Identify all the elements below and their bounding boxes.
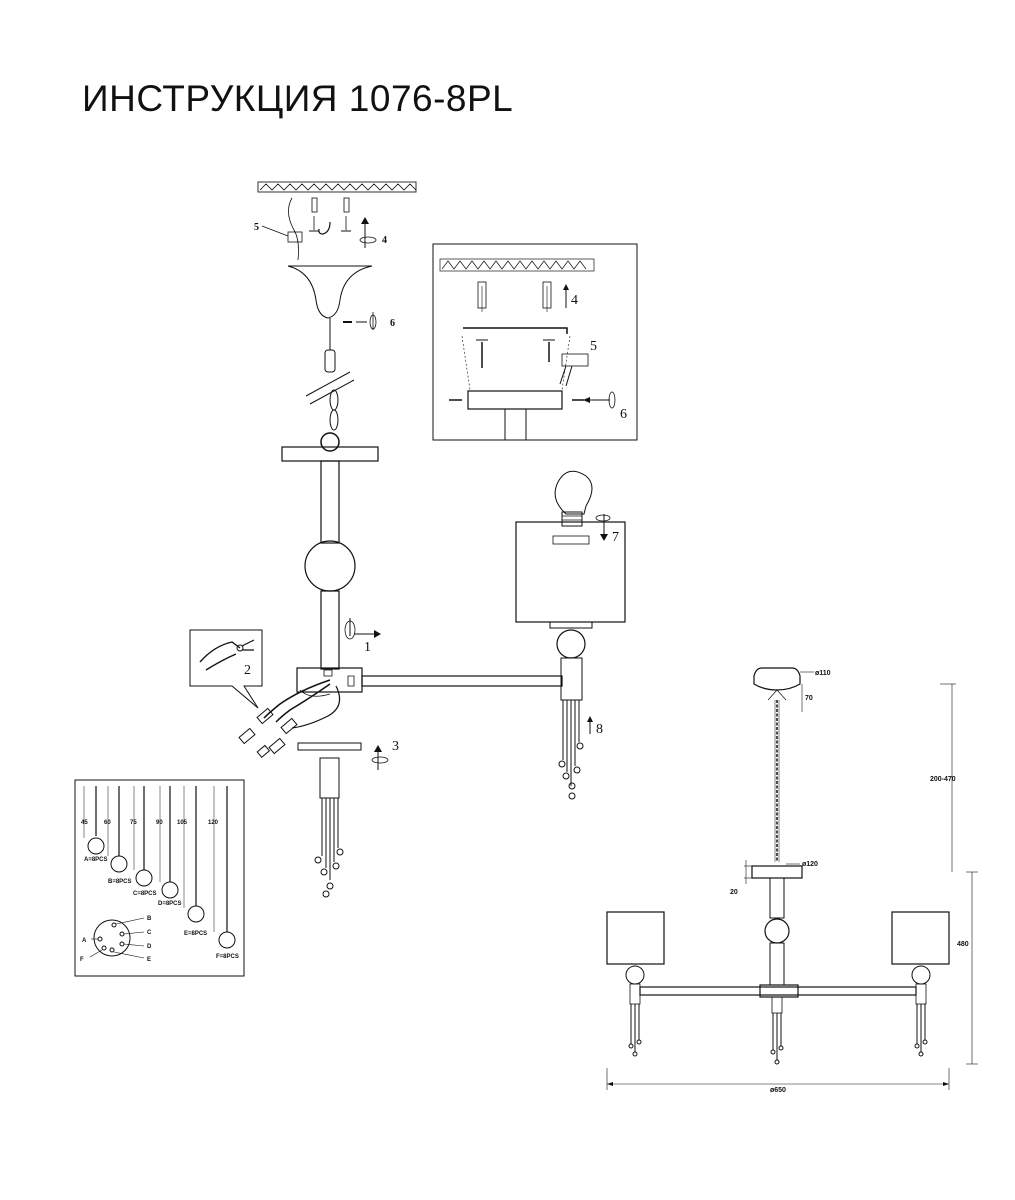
lamp-shade [515,521,626,623]
canopy-screw-6-icon [343,312,377,330]
step-2-label: 2 [244,663,251,678]
step-5-label: 5 [254,222,259,233]
ring-letter-d: D [147,944,152,950]
inset-canopy-plate [467,390,563,410]
dim-right-shade [891,911,950,965]
pendant-label-a: A=8PCS [84,857,108,863]
length-120: 120 [208,820,219,826]
ceiling-anchors [309,197,351,235]
dim-plate-diameter: ø120 [802,861,818,868]
pendant-label-d: D=8PCS [158,901,182,907]
pendant-label-f: F=8PCS [216,954,239,960]
main-assembly: 5 4 6 [189,181,626,898]
ring-letter-b: B [147,916,152,922]
rotate-arrow-1-icon [344,618,381,640]
length-75: 75 [130,820,137,826]
arm-pendant-cluster [558,700,584,800]
dim-arms [639,986,917,996]
pendant-inset: 45 60 75 90 105 120 A=8PCS B=8PCS C=8PCS… [74,779,245,977]
dimension-drawing: ø110 70 200-470 ø120 20 [606,667,978,1094]
upper-rod [320,460,340,544]
length-105: 105 [177,820,188,826]
dim-chain-length: 200-470 [930,776,956,783]
wire-connectors [238,679,341,758]
chain [305,318,355,452]
dim-chain [774,700,780,862]
dim-overall-width: ø650 [770,1087,786,1094]
inset-up-arrow-4-icon [563,284,569,308]
pendant-chains [83,786,236,949]
pendant-label-e: E=8PCS [184,931,207,937]
ceiling-hatch [257,181,417,193]
dim-center-pendants [770,1013,784,1065]
ring-letter-e: E [147,957,151,963]
step-6-label: 6 [390,318,395,329]
terminal-block [287,231,303,243]
page-title: ИНСТРУКЦИЯ 1076-8PL [82,78,514,119]
step-7-label: 7 [612,530,619,545]
step-1-label: 1 [364,640,371,655]
length-60: 60 [104,820,111,826]
length-45: 45 [81,820,88,826]
center-sphere [304,540,356,592]
socket [552,535,590,545]
pendant-label-b: B=8PCS [108,879,132,885]
lower-rod [320,590,340,670]
dim-plate [751,865,803,879]
step-4-label: 4 [382,235,387,246]
pliers-callout [189,629,263,709]
ceiling-plate [281,446,379,462]
dim-left-pendants [628,1004,642,1057]
lower-plate [297,742,362,751]
up-arrow-8-icon [587,716,593,734]
dim-left-shade [606,911,665,965]
inset-step-5-label: 5 [590,339,597,354]
arm [361,675,563,687]
shade-ring [549,621,593,629]
dim-right-pendants [914,1004,928,1057]
supply-wire [288,197,299,261]
ring-letter-c: C [147,930,152,936]
bulb-icon [554,470,593,527]
arm-holder [560,657,583,701]
ring-diagram [89,917,145,959]
inset-step-4-label: 4 [571,293,578,308]
ring-letter-f: F [80,957,84,963]
rotate-arrow-7-icon [595,514,611,541]
arm-sphere [556,629,586,659]
pendant-label-c: C=8PCS [133,891,157,897]
dim-canopy-diameter: ø110 [815,670,831,677]
dim-plate-height: 20 [730,889,738,896]
inset-step-6-label: 6 [620,407,627,422]
inset-screw-6-icon [583,391,616,409]
length-90: 90 [156,820,163,826]
step-3-label: 3 [392,739,399,754]
dim-body-height: 480 [957,941,969,948]
dim-canopy [753,667,801,691]
rotate-arrow-3-icon [371,745,389,770]
mounting-inset: 4 5 6 [432,243,638,441]
center-pendant-cluster [314,757,344,898]
canopy [287,265,373,319]
ring-letter-a: A [82,938,87,944]
step-8-label: 8 [596,722,603,737]
dim-canopy-height: 70 [805,695,813,702]
rotate-arrow-4-icon [359,217,377,248]
inset-terminal-block [561,353,589,367]
